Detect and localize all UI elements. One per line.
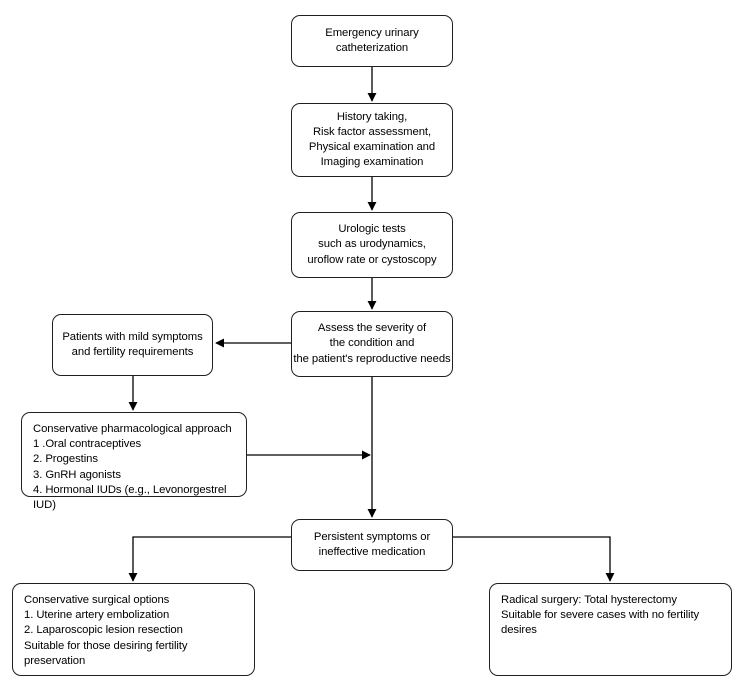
node-conservative-pharmacological-approach: Conservative pharmacological approach 1 … <box>21 412 247 511</box>
node-assess-severity: Assess the severity of the condition and… <box>291 311 453 377</box>
edge-persistent-to-conservative-surgery <box>128 536 291 582</box>
node-urologic-tests: Urologic tests such as urodynamics, urof… <box>291 212 453 278</box>
node-history-taking: History taking, Risk factor assessment, … <box>291 103 453 177</box>
node-mild-symptoms: Patients with mild symptoms and fertilit… <box>52 314 213 376</box>
node-persistent-symptoms: Persistent symptoms or ineffective medic… <box>291 519 453 571</box>
edge-persistent-to-radical-surgery <box>453 536 615 582</box>
node-radical-surgery: Radical surgery: Total hysterectomy Suit… <box>489 583 732 676</box>
node-emergency-catheterization: Emergency urinary catheterization <box>291 15 453 67</box>
node-conservative-surgical-options: Conservative surgical options 1. Uterine… <box>12 583 255 676</box>
